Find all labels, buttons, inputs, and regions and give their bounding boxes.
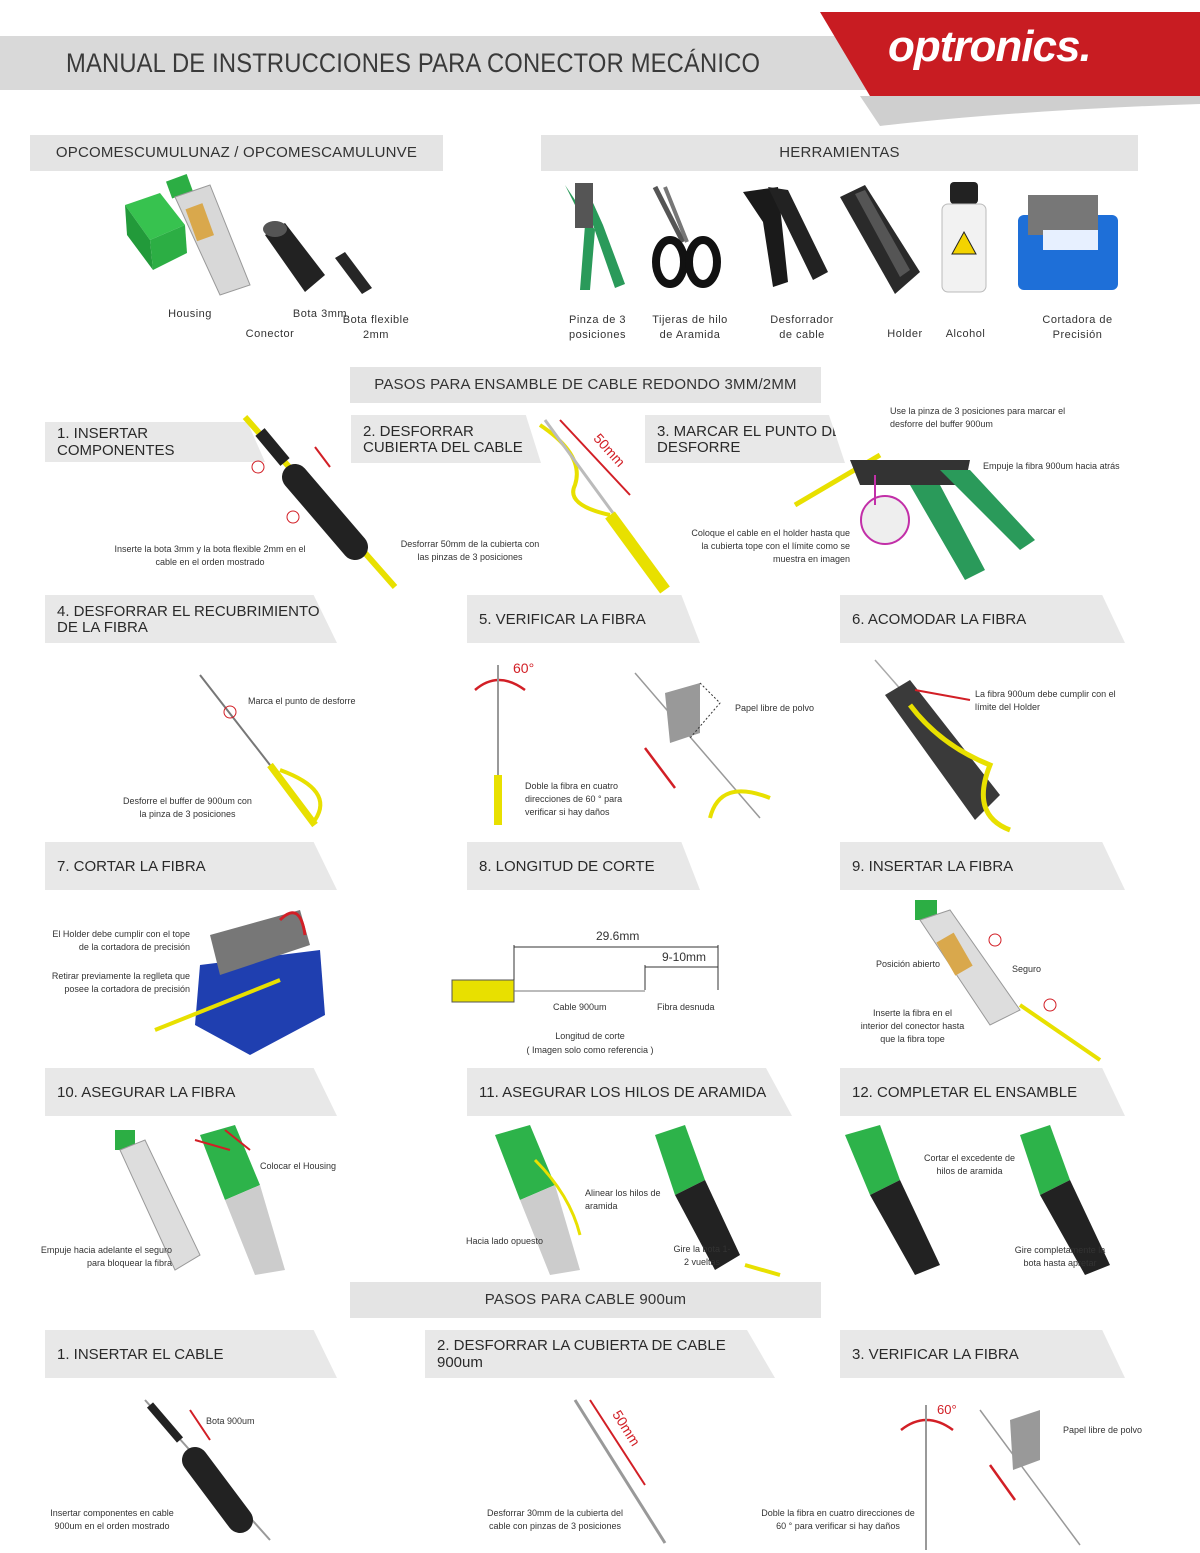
tool-label-cleaver: Cortadora de Precisión	[1042, 314, 1113, 341]
cable900-step-1-note-insert: Insertar componentes en cable 900um en e…	[50, 1508, 174, 1531]
step8-dimension-diagram	[451, 945, 719, 1003]
round-step-3-title: 3. MARCAR EL PUNTO DE DESFORRE	[645, 415, 845, 463]
round-step-3-note-c: Coloque el cable en el holder hasta que …	[691, 528, 850, 564]
step3-pliers-image	[793, 452, 1035, 580]
round-step-9-title: 9. INSERTAR LA FIBRA	[840, 842, 1125, 890]
step10-connector-image	[115, 1125, 285, 1275]
connector-image	[165, 174, 251, 296]
step8-bare-dim: 9-10mm	[662, 950, 707, 964]
round-step-7-note-b: Retirar previamente la reglleta que pose…	[51, 971, 190, 994]
round-step-11-note-turn: Gire la bota 1-2 vueltas	[673, 1244, 731, 1267]
round-step-8-title: 8. LONGITUD DE CORTE	[467, 842, 700, 890]
round-step-12-title: 12. COMPLETAR EL ENSAMBLE	[840, 1068, 1125, 1116]
round-step-10-title: 10. ASEGURAR LA FIBRA	[45, 1068, 337, 1116]
round-step-12-note-tighten: Gire completamente la bota hasta apretar	[1014, 1245, 1106, 1268]
round-step-5-note-b: Papel libre de polvo	[735, 703, 815, 713]
part-label-conector: Conector	[245, 328, 295, 340]
cable900-step-2-note: Desforrar 30mm de la cubierta del cable …	[486, 1508, 624, 1531]
step5-angle-label: 60°	[513, 660, 535, 676]
step5-paper-image	[634, 672, 771, 819]
tool-label-holder: Holder	[887, 328, 923, 340]
step6-holder-image	[874, 659, 1011, 833]
step11-connector-image	[495, 1125, 781, 1277]
round-step-4-title: 4. DESFORRAR EL RECUBRIMIENTO DE LA FIBR…	[45, 595, 337, 643]
boot-3mm-image	[263, 221, 325, 292]
round-step-11-note-opposite: Hacia lado opuesto	[466, 1236, 544, 1246]
round-step-9-note-open: Posición abierto	[876, 959, 941, 969]
round-step-7-title: 7. CORTAR LA FIBRA	[45, 842, 337, 890]
round-step-1-title: 1. INSERTAR COMPONENTES	[45, 422, 265, 462]
round-step-8-note-bare: Fibra desnuda	[657, 1002, 715, 1012]
round-step-3-note-b: Empuje la fibra 900um hacia atrás	[983, 461, 1120, 471]
brand-swoosh	[820, 12, 1200, 126]
tools-section-title: HERRAMIENTAS	[541, 135, 1138, 171]
cable900-step-3-title: 3. VERIFICAR LA FIBRA	[840, 1330, 1125, 1378]
tool-label-stripper: Desforrador de cable	[770, 314, 834, 341]
step7-cleaver-image	[154, 910, 325, 1055]
round-step-11-title: 11. ASEGURAR LOS HILOS DE ARAMIDA	[467, 1068, 792, 1116]
round-step-5-title: 5. VERIFICAR LA FIBRA	[467, 595, 700, 643]
tool-label-pliers: Pinza de 3 posiciones	[569, 314, 626, 341]
brand-logo: optronics.	[888, 22, 1092, 71]
page-title: MANUAL DE INSTRUCCIONES PARA CONECTOR ME…	[66, 48, 761, 78]
cable900-step-1-title: 1. INSERTAR EL CABLE	[45, 1330, 337, 1378]
round-step-2-note: Desforrar 50mm de la cubierta con las pi…	[400, 539, 540, 562]
round-step-11-note-align: Alinear los hilos de aramida	[585, 1188, 661, 1211]
round-cable-section-title: PASOS PARA ENSAMBLE DE CABLE REDONDO 3MM…	[350, 367, 821, 403]
cable-900-section-title: PASOS PARA CABLE 900um	[350, 1282, 821, 1318]
round-step-7-note-a: El Holder debe cumplir con el tope de la…	[52, 929, 190, 952]
round-step-8-note-cable: Cable 900um	[553, 1002, 607, 1012]
cable900-step-2-title: 2. DESFORRAR LA CUBIERTA DE CABLE 900um	[425, 1330, 775, 1378]
round-step-3-note-a: Use la pinza de 3 posiciones para marcar…	[890, 406, 1066, 429]
cable900-step3-angle: 60°	[937, 1402, 957, 1417]
round-step-5-note-a: Doble la fibra en cuatro direcciones de …	[525, 781, 623, 817]
pliers-icon	[565, 183, 625, 290]
cable900-step-3-note-bend: Doble la fibra en cuatro direcciones de …	[761, 1508, 915, 1531]
header-band	[0, 36, 880, 90]
round-step-10-note-push: Empuje hacia adelante el seguro para blo…	[40, 1245, 172, 1268]
cable900-step-1-note-boot: Bota 900um	[206, 1416, 255, 1426]
step12-connector-image	[845, 1125, 1110, 1275]
round-step-9-note-lock: Seguro	[1012, 964, 1042, 974]
part-label-bota-flexible: Bota flexible 2mm	[342, 314, 410, 341]
boot-2mm-image	[335, 252, 372, 294]
parts-section-title: OPCOMESCUMULUNAZ / OPCOMESCAMULUNVE	[30, 135, 443, 171]
cable900-step3-bend-image	[900, 1405, 954, 1550]
round-step-6-title: 6. ACOMODAR LA FIBRA	[840, 595, 1125, 643]
part-label-housing: Housing	[168, 308, 212, 320]
cleaver-icon	[1018, 195, 1118, 290]
cable-stripper-icon	[743, 187, 828, 287]
step9-connector-image	[915, 900, 1102, 1062]
round-step-6-note: La fibra 900um debe cumplir con el límit…	[975, 689, 1116, 712]
cable900-step1-image	[144, 1399, 271, 1541]
round-step-8-note-ref: ( Imagen solo como referencia )	[526, 1045, 654, 1055]
alcohol-bottle-icon	[941, 182, 987, 293]
round-step-12-note-cut: Cortar el excedente de hilos de aramida	[923, 1153, 1016, 1176]
round-step-4-note-b: Desforre el buffer de 900um con la pinza…	[123, 796, 252, 819]
step5-bend-image	[474, 665, 526, 825]
tool-label-scissors: Tijeras de hilo de Aramida	[652, 314, 728, 341]
part-label-bota-3mm: Bota 3mm	[292, 308, 348, 320]
round-step-1-note: Inserte la bota 3mm y la bota flexible 2…	[114, 544, 306, 567]
round-step-2-title: 2. DESFORRAR CUBIERTA DEL CABLE	[351, 415, 541, 463]
housing-image	[125, 193, 187, 270]
step2-strip-image	[538, 419, 670, 594]
step4-fiber-image	[199, 674, 323, 828]
scissors-icon	[652, 185, 721, 288]
round-step-10-note-housing: Colocar el Housing	[260, 1161, 337, 1171]
cable900-step2-image	[573, 1399, 667, 1544]
round-step-4-note-a: Marca el punto de desforre	[248, 696, 356, 706]
step8-total-dim: 29.6mm	[596, 929, 640, 943]
holder-icon	[840, 185, 920, 294]
cable900-step-3-note-paper: Papel libre de polvo	[1063, 1425, 1143, 1435]
round-step-9-note-insert: Inserte la fibra en el interior del cone…	[860, 1008, 965, 1044]
cable900-step3-paper-image	[979, 1409, 1081, 1546]
step1-cable-image	[242, 415, 398, 589]
tool-label-alcohol: Alcohol	[945, 328, 986, 340]
round-step-8-note-length: Longitud de corte	[555, 1031, 625, 1041]
